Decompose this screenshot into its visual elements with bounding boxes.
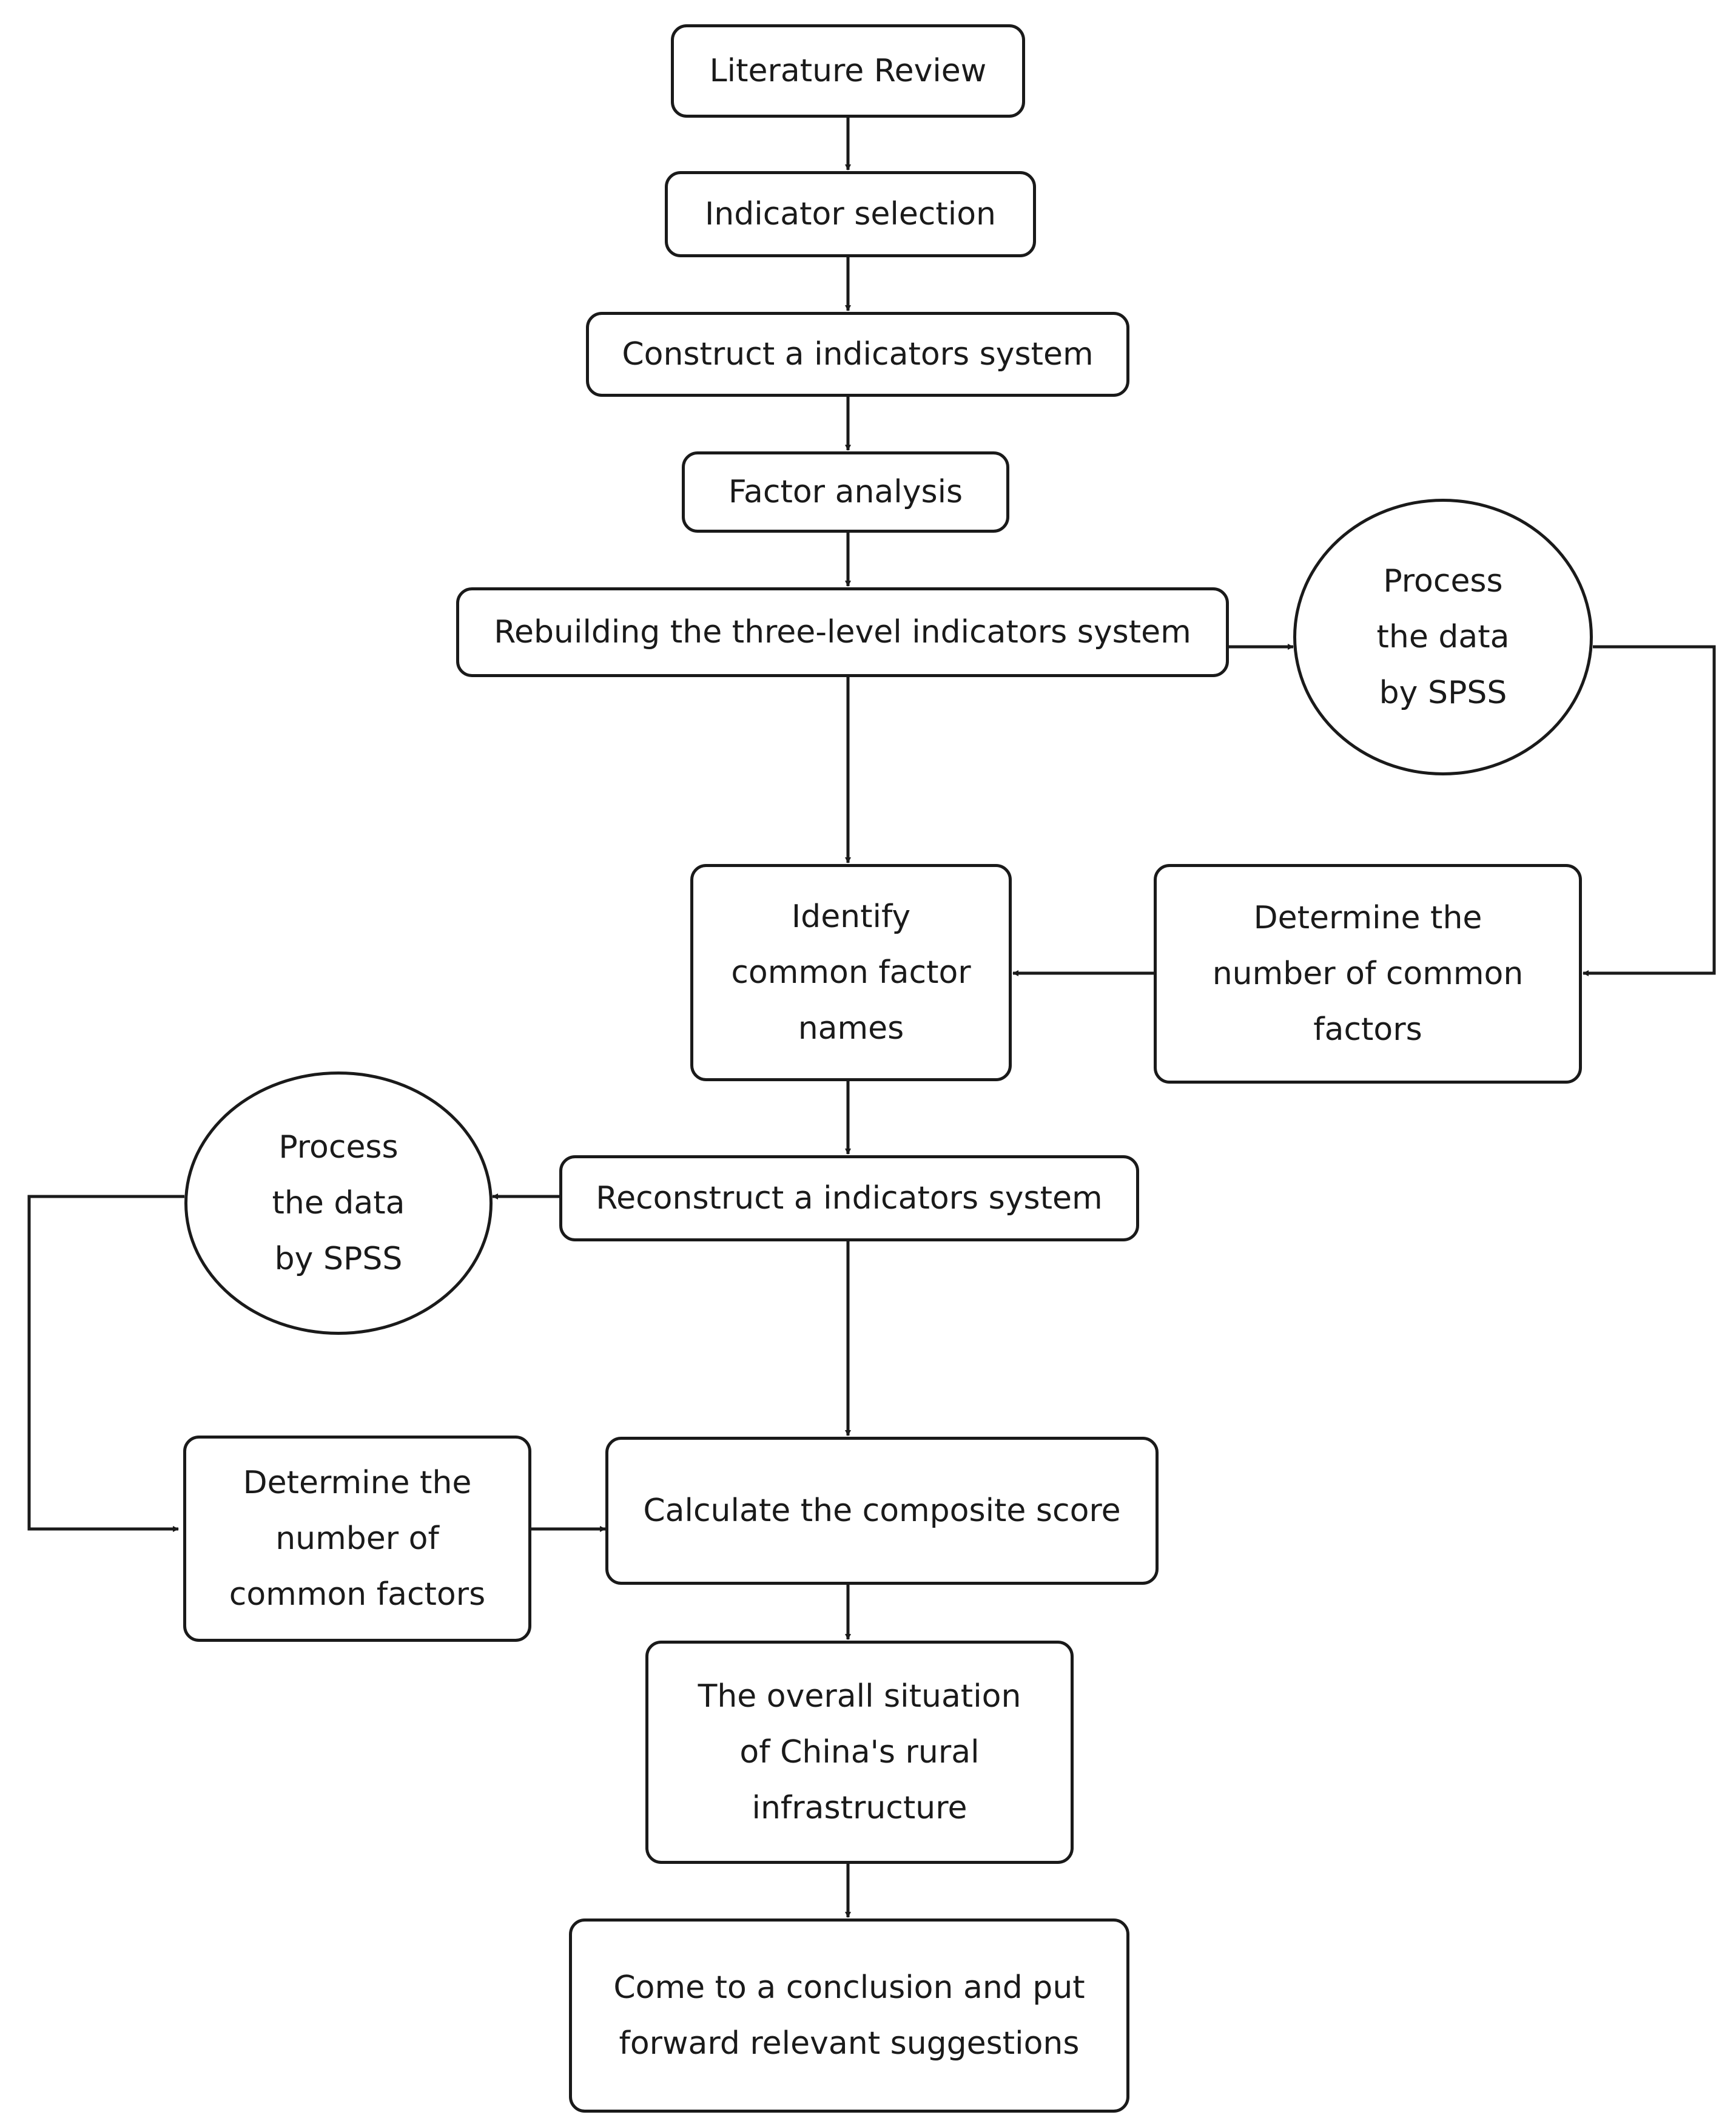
literature-review-box: Literature Review [671, 24, 1025, 118]
composite-score-box: Calculate the composite score [605, 1437, 1159, 1585]
overall-situation-box: The overall situation of China's rural i… [645, 1641, 1074, 1864]
construct-system-box: Construct a indicators system [586, 312, 1129, 397]
rebuilding-system-box: Rebuilding the three-level indicators sy… [456, 587, 1229, 677]
indicator-selection-box: Indicator selection [665, 171, 1036, 257]
arrow-spss-2-to-determine-2 [27, 1195, 184, 1532]
factor-analysis-box: Factor analysis [682, 451, 1009, 533]
identify-factor-names-box: Identify common factor names [690, 864, 1012, 1081]
process-spss-circle-1: Process the data by SPSS [1293, 499, 1593, 775]
reconstruct-system-box: Reconstruct a indicators system [559, 1155, 1139, 1241]
determine-factors-box-1: Determine the number of common factors [1154, 864, 1582, 1084]
conclusion-box: Come to a conclusion and put forward rel… [569, 1918, 1129, 2113]
determine-factors-box-2: Determine the number of common factors [183, 1436, 531, 1642]
process-spss-circle-2: Process the data by SPSS [184, 1071, 493, 1335]
arrow-spss-1-to-determine-1 [1583, 645, 1716, 976]
